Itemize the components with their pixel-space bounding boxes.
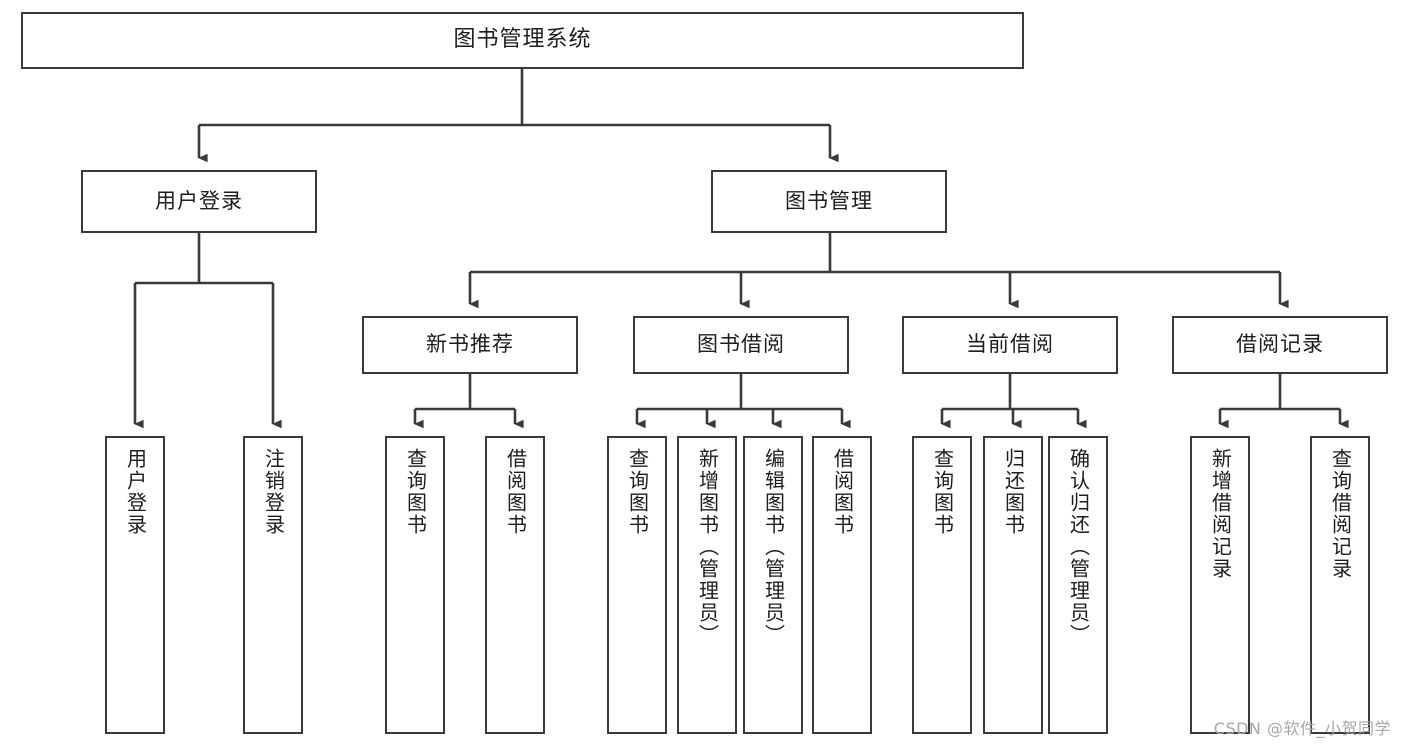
node-leaf-confirm-return[interactable]: 确认归还（管理员） <box>1048 436 1108 734</box>
node-leaf-query-book-3[interactable]: 查询图书 <box>912 436 972 734</box>
node-leaf-user-logout[interactable]: 注销登录 <box>243 436 303 734</box>
node-leaf-query-book-2-label: 查询图书 <box>625 448 650 536</box>
node-leaf-confirm-return-label: 确认归还（管理员） <box>1066 448 1091 646</box>
node-leaf-user-login[interactable]: 用户登录 <box>105 436 165 734</box>
node-leaf-add-record-label: 新增借阅记录 <box>1208 448 1233 580</box>
node-leaf-borrow-book-1[interactable]: 借阅图书 <box>485 436 545 734</box>
node-leaf-user-login-label: 用户登录 <box>123 448 148 536</box>
node-current-borrow-label: 当前借阅 <box>966 332 1054 357</box>
node-leaf-query-record[interactable]: 查询借阅记录 <box>1310 436 1370 734</box>
node-leaf-query-book-1[interactable]: 查询图书 <box>385 436 445 734</box>
node-root[interactable]: 图书管理系统 <box>21 12 1024 69</box>
node-book-borrow-label: 图书借阅 <box>697 332 785 357</box>
node-leaf-edit-book-label: 编辑图书（管理员） <box>761 448 786 646</box>
node-borrow-record[interactable]: 借阅记录 <box>1172 316 1388 374</box>
node-leaf-query-record-label: 查询借阅记录 <box>1328 448 1353 580</box>
node-leaf-borrow-book-1-label: 借阅图书 <box>503 448 528 536</box>
watermark: CSDN @软件_小贺同学 <box>1213 719 1391 738</box>
node-leaf-borrow-book-2[interactable]: 借阅图书 <box>812 436 872 734</box>
node-leaf-return-book-label: 归还图书 <box>1001 448 1026 536</box>
node-leaf-return-book[interactable]: 归还图书 <box>983 436 1043 734</box>
node-leaf-add-book[interactable]: 新增图书（管理员） <box>677 436 737 734</box>
node-leaf-add-book-label: 新增图书（管理员） <box>695 448 720 646</box>
node-new-book-recommend-label: 新书推荐 <box>426 332 514 357</box>
node-book-borrow[interactable]: 图书借阅 <box>633 316 849 374</box>
node-leaf-query-book-2[interactable]: 查询图书 <box>607 436 667 734</box>
node-leaf-user-logout-label: 注销登录 <box>261 448 286 536</box>
node-leaf-add-record[interactable]: 新增借阅记录 <box>1190 436 1250 734</box>
node-user-login[interactable]: 用户登录 <box>81 170 317 233</box>
node-leaf-borrow-book-2-label: 借阅图书 <box>830 448 855 536</box>
node-leaf-query-book-1-label: 查询图书 <box>403 448 428 536</box>
node-book-manage-label: 图书管理 <box>785 188 873 213</box>
node-book-manage[interactable]: 图书管理 <box>711 170 947 233</box>
node-new-book-recommend[interactable]: 新书推荐 <box>362 316 578 374</box>
node-user-login-label: 用户登录 <box>155 188 243 213</box>
node-root-label: 图书管理系统 <box>453 27 592 53</box>
node-leaf-query-book-3-label: 查询图书 <box>930 448 955 536</box>
node-current-borrow[interactable]: 当前借阅 <box>902 316 1118 374</box>
node-leaf-edit-book[interactable]: 编辑图书（管理员） <box>743 436 803 734</box>
node-borrow-record-label: 借阅记录 <box>1236 332 1324 357</box>
